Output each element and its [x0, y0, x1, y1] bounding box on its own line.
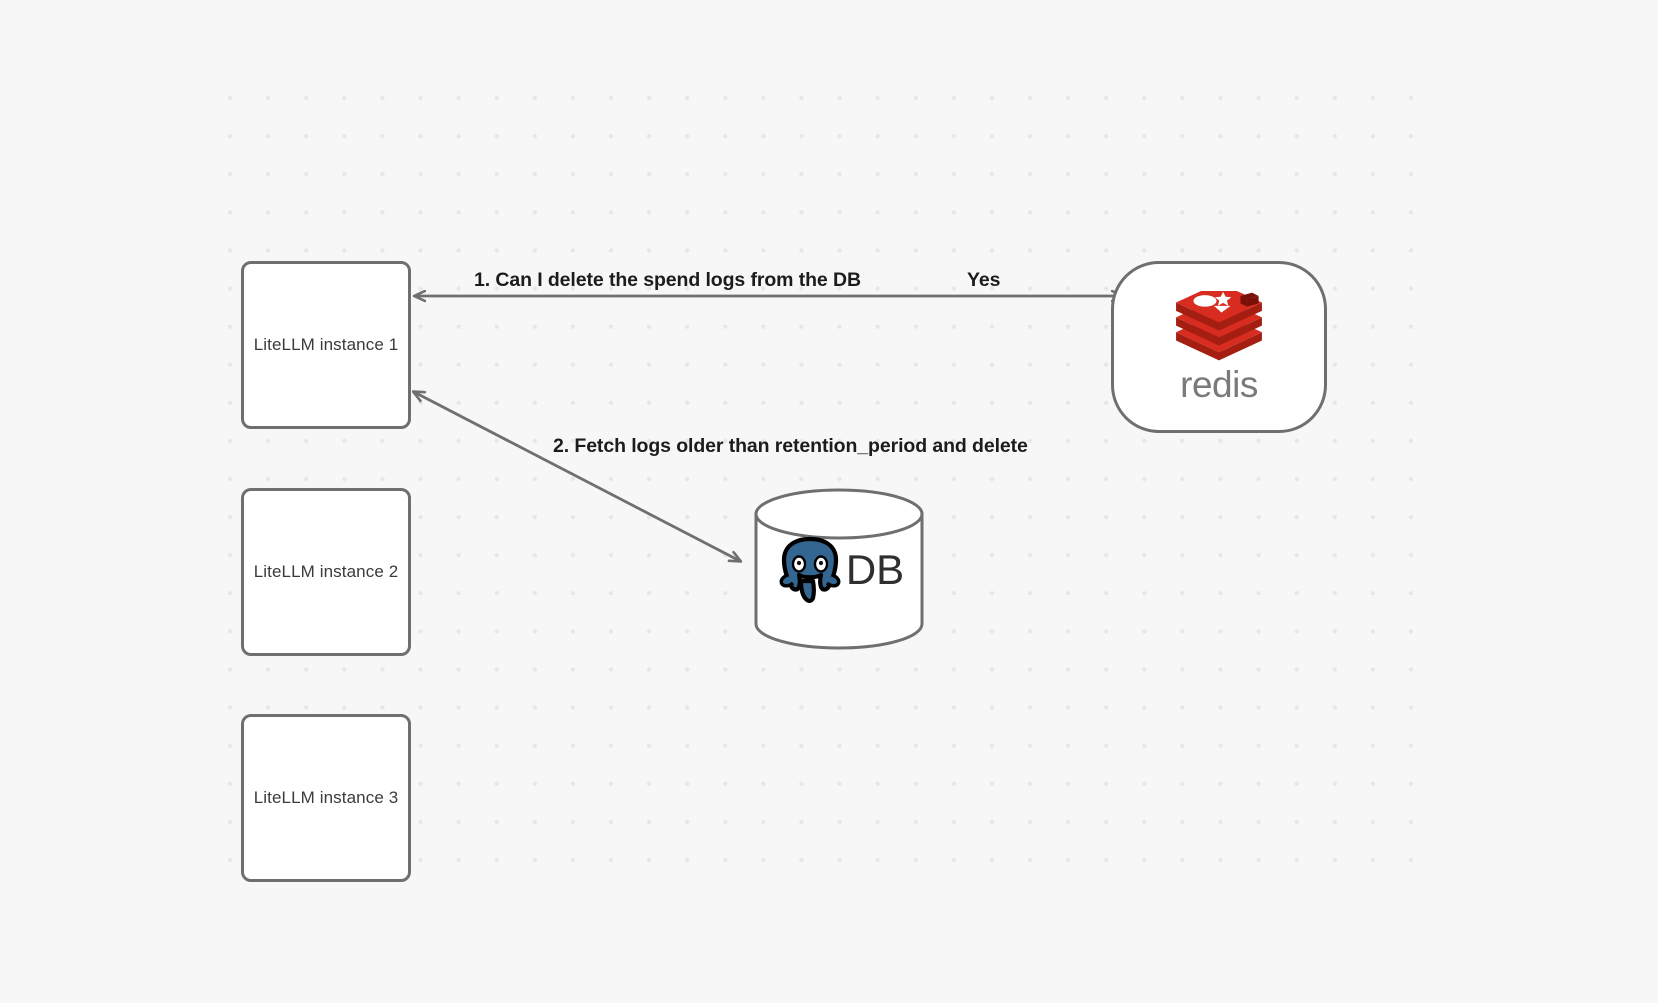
node-litellm-instance-1[interactable]: LiteLLM instance 1 — [241, 261, 411, 429]
postgresql-elephant-icon — [779, 536, 841, 603]
node-litellm-instance-3[interactable]: LiteLLM instance 3 — [241, 714, 411, 882]
redis-logo-icon: redis — [1161, 291, 1277, 403]
node-label: LiteLLM instance 1 — [253, 335, 399, 354]
edge-label-1: 1. Can I delete the spend logs from the … — [474, 269, 861, 291]
edge-llm1-db — [414, 392, 740, 561]
node-database[interactable]: DB — [753, 488, 925, 650]
edge-label-1-reply: Yes — [967, 269, 1001, 291]
redis-stack-icon — [1176, 291, 1262, 361]
node-redis[interactable]: redis — [1111, 261, 1327, 433]
redis-wordmark: redis — [1180, 364, 1258, 405]
node-litellm-instance-2[interactable]: LiteLLM instance 2 — [241, 488, 411, 656]
node-label: LiteLLM instance 2 — [253, 562, 399, 581]
edge-label-2: 2. Fetch logs older than retention_perio… — [553, 435, 1028, 457]
node-label: LiteLLM instance 3 — [253, 788, 399, 807]
db-label: DB — [845, 546, 905, 593]
